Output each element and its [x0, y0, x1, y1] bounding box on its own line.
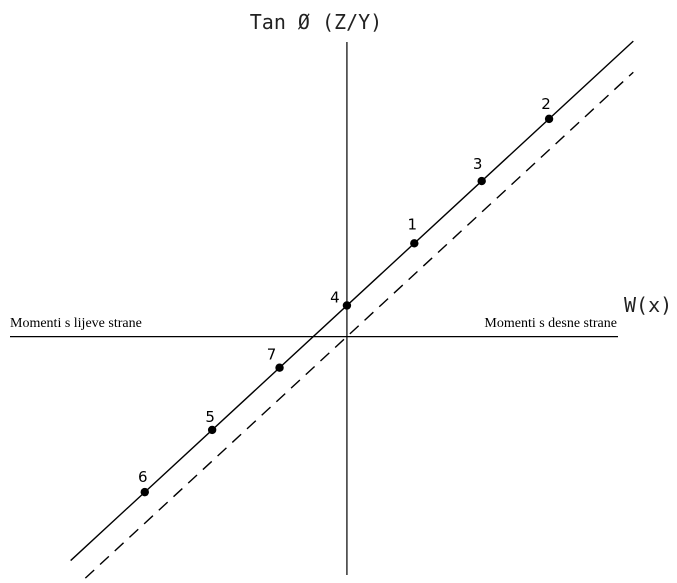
point-label-1: 1: [408, 215, 418, 233]
lines-layer: [70, 40, 634, 583]
data-point-1: [410, 239, 419, 248]
point-label-7: 7: [267, 346, 277, 364]
left-side-label: Momenti s lijeve strane: [10, 316, 142, 331]
points-layer: 1 2 3 4 5 6 7: [138, 95, 554, 497]
data-point-4: [342, 301, 352, 310]
point-label-2: 2: [541, 95, 551, 113]
point-label-4: 4: [330, 288, 340, 306]
point-label-6: 6: [138, 468, 148, 486]
point-label-5: 5: [205, 408, 215, 426]
data-point-6: [140, 487, 149, 497]
point-label-3: 3: [473, 155, 483, 173]
dashed-line: [78, 71, 634, 583]
y-axis-title: Tan Ø (Z/Y): [250, 10, 382, 34]
data-point-7: [275, 363, 284, 372]
x-axis-title: W(x): [624, 293, 672, 317]
solid-line: [70, 40, 634, 562]
data-point-2: [544, 114, 554, 124]
data-point-5: [207, 425, 217, 435]
right-side-label: Momenti s desne strane: [484, 316, 617, 331]
data-point-3: [477, 176, 486, 186]
